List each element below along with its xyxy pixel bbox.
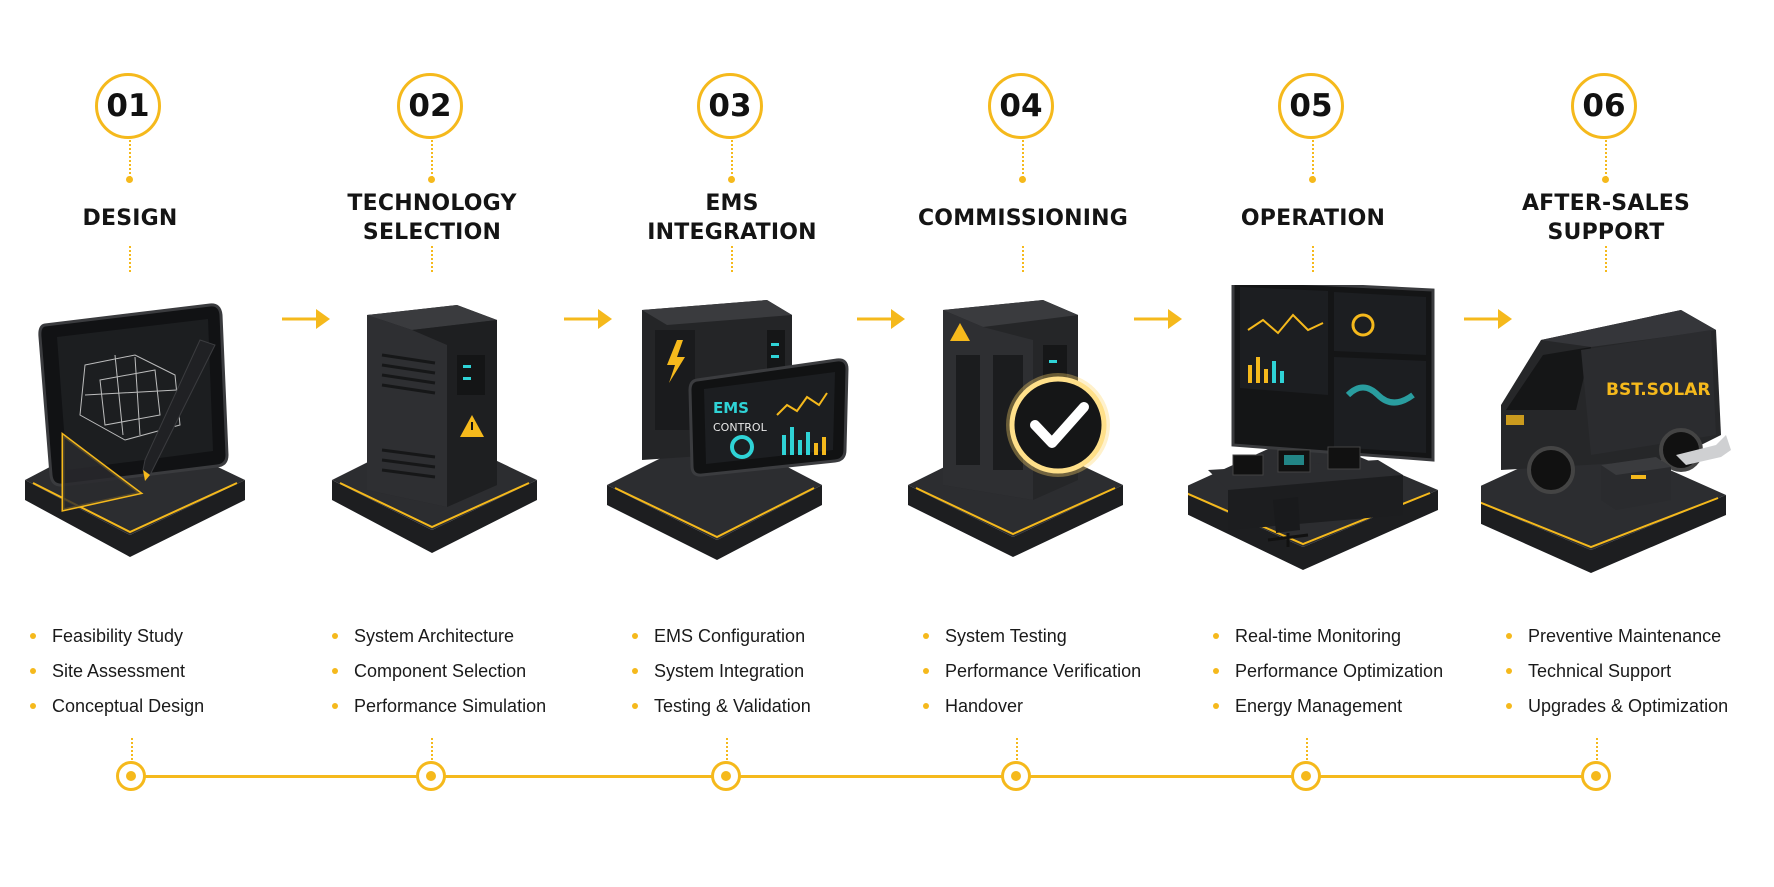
step-number: 02 [397, 73, 463, 139]
connector-line [431, 140, 433, 178]
list-item: Performance Optimization [1211, 654, 1451, 689]
step-items: System Architecture Component Selection … [330, 619, 570, 724]
list-item: System Architecture [330, 619, 570, 654]
list-item: Real-time Monitoring [1211, 619, 1451, 654]
step-after-sales-support: 06 AFTER-SALES SUPPORT BST.SOLAR Prevent… [1476, 0, 1736, 887]
timeline-node [711, 761, 741, 791]
ems-control-panel-icon: EMS CONTROL [607, 300, 849, 560]
connector-dot [1019, 176, 1026, 183]
connector-line [731, 246, 733, 272]
step-design: 01 DESIGN Feasibility Study Site Assessm… [0, 0, 260, 887]
step-ems-integration: 03 EMS INTEGRATION EMS CONTROL EMS Confi… [602, 0, 862, 887]
list-item: Component Selection [330, 654, 570, 689]
timeline-node [1291, 761, 1321, 791]
list-item: Energy Management [1211, 689, 1451, 724]
connector-dot [1309, 176, 1316, 183]
step-number: 03 [697, 73, 763, 139]
connector-dot [1602, 176, 1609, 183]
arrow-right-icon [1134, 309, 1182, 329]
step-title: AFTER-SALES SUPPORT [1521, 191, 1691, 245]
connector-line [129, 140, 131, 178]
step-commissioning: 04 COMMISSIONING System Testing Performa… [893, 0, 1153, 887]
timeline-tick [131, 738, 133, 760]
step-items: Feasibility Study Site Assessment Concep… [28, 619, 268, 724]
list-item: Conceptual Design [28, 689, 268, 724]
step-title: OPERATION [1240, 205, 1386, 231]
cabinet-checkmark-icon [908, 300, 1123, 557]
step-items: Real-time Monitoring Performance Optimiz… [1211, 619, 1451, 724]
connector-line [129, 246, 131, 272]
connector-dot [126, 176, 133, 183]
connector-line [1022, 246, 1024, 272]
step-number: 01 [95, 73, 161, 139]
list-item: EMS Configuration [630, 619, 870, 654]
step-number: 04 [988, 73, 1054, 139]
tablet-blueprint-icon [25, 303, 245, 557]
list-item: Upgrades & Optimization [1504, 689, 1744, 724]
step-operation: 05 OPERATION Real-ti [1183, 0, 1443, 887]
step-title: COMMISSIONING [917, 205, 1129, 231]
list-item: Technical Support [1504, 654, 1744, 689]
arrow-right-icon [857, 309, 905, 329]
battery-cabinet-icon [332, 305, 537, 553]
step-items: EMS Configuration System Integration Tes… [630, 619, 870, 724]
list-item: Performance Simulation [330, 689, 570, 724]
service-van-icon: BST.SOLAR [1481, 310, 1731, 573]
timeline-node [1001, 761, 1031, 791]
list-item: System Testing [921, 619, 1161, 654]
step-title: EMS INTEGRATION [647, 191, 817, 245]
list-item: Site Assessment [28, 654, 268, 689]
step-title: TECHNOLOGY SELECTION [347, 191, 517, 245]
list-item: Preventive Maintenance [1504, 619, 1744, 654]
connector-line [431, 246, 433, 272]
step-items: Preventive Maintenance Technical Support… [1504, 619, 1744, 724]
list-item: Testing & Validation [630, 689, 870, 724]
connector-line [1605, 140, 1607, 178]
timeline-node [1581, 761, 1611, 791]
timeline-node [116, 761, 146, 791]
van-brand-label: BST.SOLAR [1606, 380, 1710, 400]
connector-line [1605, 246, 1607, 272]
timeline-tick [726, 738, 728, 760]
list-item: Handover [921, 689, 1161, 724]
connector-line [731, 140, 733, 178]
screen-label: CONTROL [713, 421, 768, 434]
timeline-tick [1596, 738, 1598, 760]
arrow-right-icon [282, 309, 330, 329]
step-number: 06 [1571, 73, 1637, 139]
arrow-right-icon [564, 309, 612, 329]
step-number: 05 [1278, 73, 1344, 139]
timeline-tick [1306, 738, 1308, 760]
timeline-tick [431, 738, 433, 760]
timeline [0, 730, 1774, 820]
connector-line [1312, 246, 1314, 272]
timeline-line [131, 775, 1597, 778]
connector-dot [428, 176, 435, 183]
screen-label: EMS [713, 399, 749, 417]
timeline-tick [1016, 738, 1018, 760]
connector-dot [728, 176, 735, 183]
connector-line [1312, 140, 1314, 178]
list-item: Performance Verification [921, 654, 1161, 689]
arrow-right-icon [1464, 309, 1512, 329]
step-technology-selection: 02 TECHNOLOGY SELECTION Sy [302, 0, 562, 887]
list-item: System Integration [630, 654, 870, 689]
connector-line [1022, 140, 1024, 178]
timeline-node [416, 761, 446, 791]
step-title: DESIGN [82, 205, 178, 231]
control-room-monitor-icon [1188, 285, 1438, 570]
list-item: Feasibility Study [28, 619, 268, 654]
step-items: System Testing Performance Verification … [921, 619, 1161, 724]
